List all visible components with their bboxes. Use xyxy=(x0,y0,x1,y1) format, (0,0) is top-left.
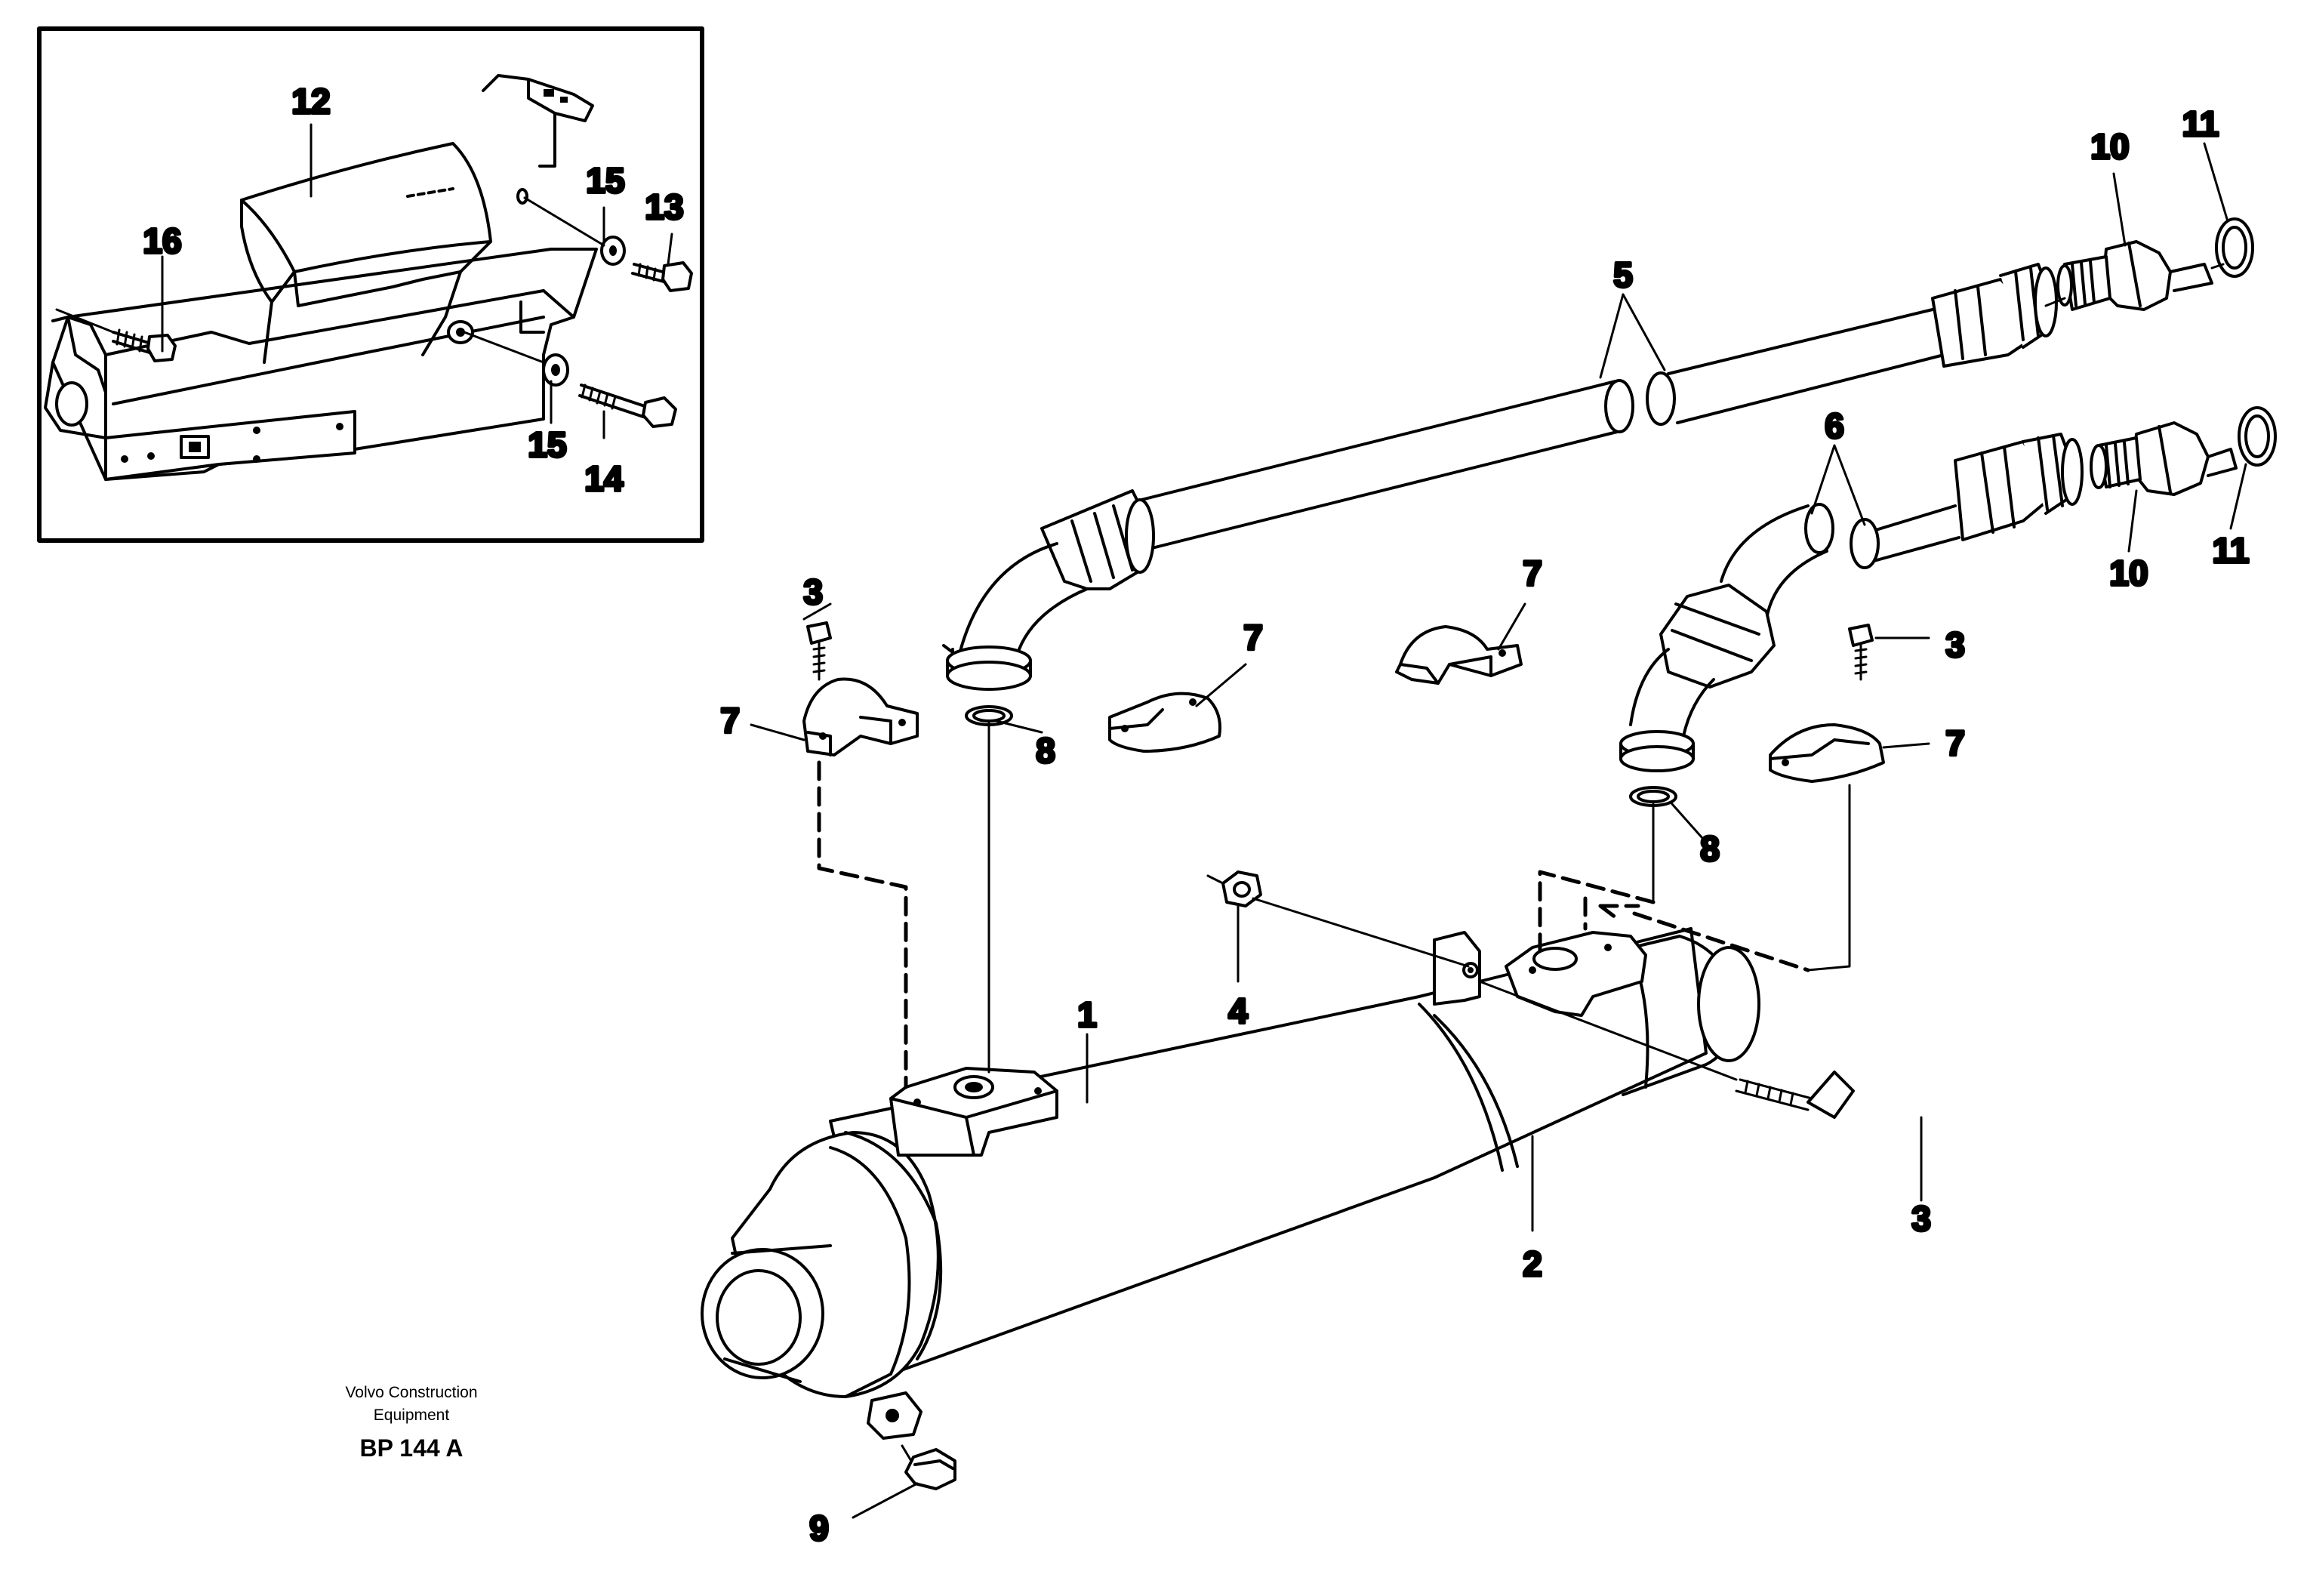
drawing-code: BP 144 A xyxy=(359,1434,464,1462)
seal-ring-icon xyxy=(1629,786,1677,807)
washer-icon xyxy=(600,236,626,266)
callout-12: 12 xyxy=(291,82,330,121)
clamp-icon xyxy=(802,677,919,756)
washer-icon xyxy=(542,353,569,387)
callout-3: 3 xyxy=(1911,1199,1931,1238)
clamp-icon xyxy=(1395,625,1523,685)
assembly-lines xyxy=(987,719,1851,1081)
callout-11: 11 xyxy=(2213,531,2250,570)
company-line-1: Volvo Construction xyxy=(345,1384,478,1401)
clamp-icon xyxy=(1769,723,1885,783)
callout-8: 8 xyxy=(1036,731,1055,770)
callout-10: 10 xyxy=(2109,553,2148,593)
callout-10: 10 xyxy=(2090,127,2129,166)
bracket-assembly-icon xyxy=(44,74,598,481)
assembly-line xyxy=(523,196,605,247)
inset-leaders xyxy=(161,123,673,439)
callout-7: 7 xyxy=(1945,723,1965,763)
callout-7: 7 xyxy=(720,701,740,740)
callout-15: 15 xyxy=(528,425,566,464)
callout-9: 9 xyxy=(809,1508,829,1548)
callout-14: 14 xyxy=(584,459,624,498)
callout-6: 6 xyxy=(1825,406,1844,445)
dashed-assembly-lines xyxy=(817,760,1810,1089)
assembly-line xyxy=(463,331,545,364)
callout-labels: 1 2 3 3 3 4 5 6 7 7 7 7 8 8 9 10 10 11 1… xyxy=(719,103,2250,1549)
nut-icon xyxy=(1206,870,1262,907)
clamp-icon xyxy=(1108,692,1221,753)
callout-2: 2 xyxy=(1523,1244,1542,1283)
callout-3: 3 xyxy=(1945,625,1965,664)
seal-ring-icon xyxy=(2238,406,2277,467)
seal-ring-icon xyxy=(2210,217,2254,278)
bracket-inset: 12 16 15 13 15 14 xyxy=(37,26,704,543)
oil-cooler-icon xyxy=(701,927,1760,1440)
callout-7: 7 xyxy=(1523,553,1542,593)
leader-lines xyxy=(750,142,2247,1519)
bolt-icon xyxy=(806,621,832,681)
hose-icon xyxy=(942,263,2058,691)
callout-11: 11 xyxy=(2182,104,2219,143)
seal-ring-icon xyxy=(965,705,1013,726)
callout-7: 7 xyxy=(1243,618,1263,657)
callout-16: 16 xyxy=(143,221,181,260)
callout-15: 15 xyxy=(586,161,624,200)
callout-5: 5 xyxy=(1613,255,1633,294)
nipple-icon xyxy=(2090,421,2238,496)
callout-3: 3 xyxy=(803,572,823,612)
bolt-icon xyxy=(1848,624,1874,681)
company-line-2: Equipment xyxy=(373,1407,450,1424)
callout-13: 13 xyxy=(645,187,683,226)
plug-icon xyxy=(901,1444,956,1490)
callout-1: 1 xyxy=(1077,995,1097,1034)
bolt-icon xyxy=(578,384,677,428)
company-label: Volvo Construction Equipment xyxy=(310,1382,513,1427)
bolt-icon xyxy=(631,261,693,292)
callout-8: 8 xyxy=(1700,829,1720,868)
nipple-icon xyxy=(2044,240,2213,311)
inset-frame xyxy=(37,26,704,543)
callout-4: 4 xyxy=(1228,991,1248,1031)
bolt-icon xyxy=(1735,1071,1855,1119)
hose-icon xyxy=(1619,433,2084,772)
